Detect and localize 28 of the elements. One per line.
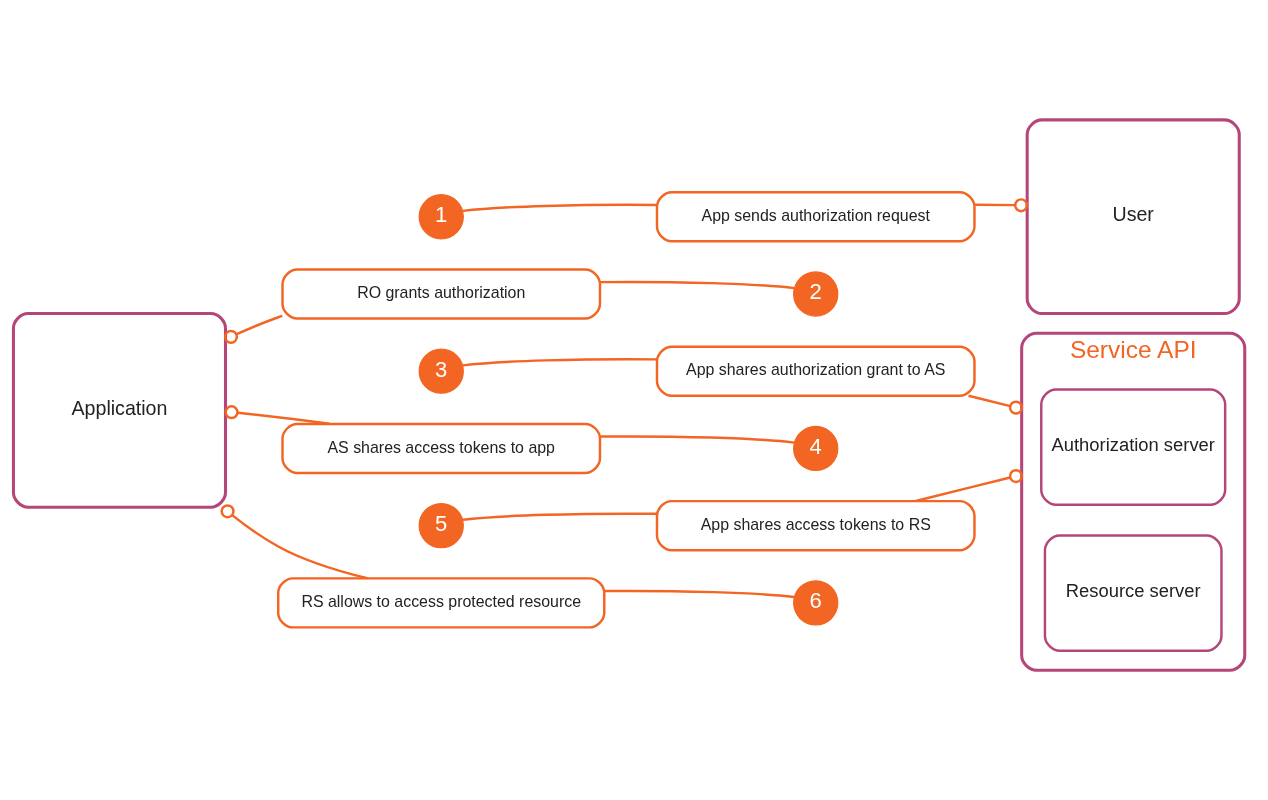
connector [224, 405, 330, 426]
node-box: RS allows to access protected resource [277, 577, 606, 629]
node-box: Authorization server [1040, 388, 1227, 507]
connector [600, 280, 795, 290]
connector [974, 198, 1029, 213]
node-box: AS shares access tokens to app [281, 422, 602, 475]
connector [600, 435, 795, 444]
node-circle: 3 [418, 348, 464, 394]
node-box: RO grants authorization [281, 268, 602, 320]
connector [223, 314, 283, 344]
node-box: App shares access tokens to RS [655, 499, 976, 552]
connector [604, 589, 795, 599]
node-circle: 6 [793, 580, 839, 626]
node-circle: 5 [418, 502, 464, 549]
node-circle: 4 [793, 425, 839, 472]
node-circle: 1 [418, 194, 464, 240]
connector [915, 468, 1024, 503]
node-box: Resource server [1043, 534, 1223, 652]
connector [220, 504, 368, 580]
connector [462, 358, 657, 367]
connector [968, 394, 1024, 415]
node-box: App sends authorization request [655, 191, 976, 243]
node-box: Application [11, 312, 228, 509]
node-circle: 2 [793, 271, 839, 317]
node-box: User [1025, 118, 1241, 316]
node-box: App shares authorization grant to AS [655, 345, 976, 397]
connector [462, 203, 657, 213]
connector [462, 512, 657, 521]
